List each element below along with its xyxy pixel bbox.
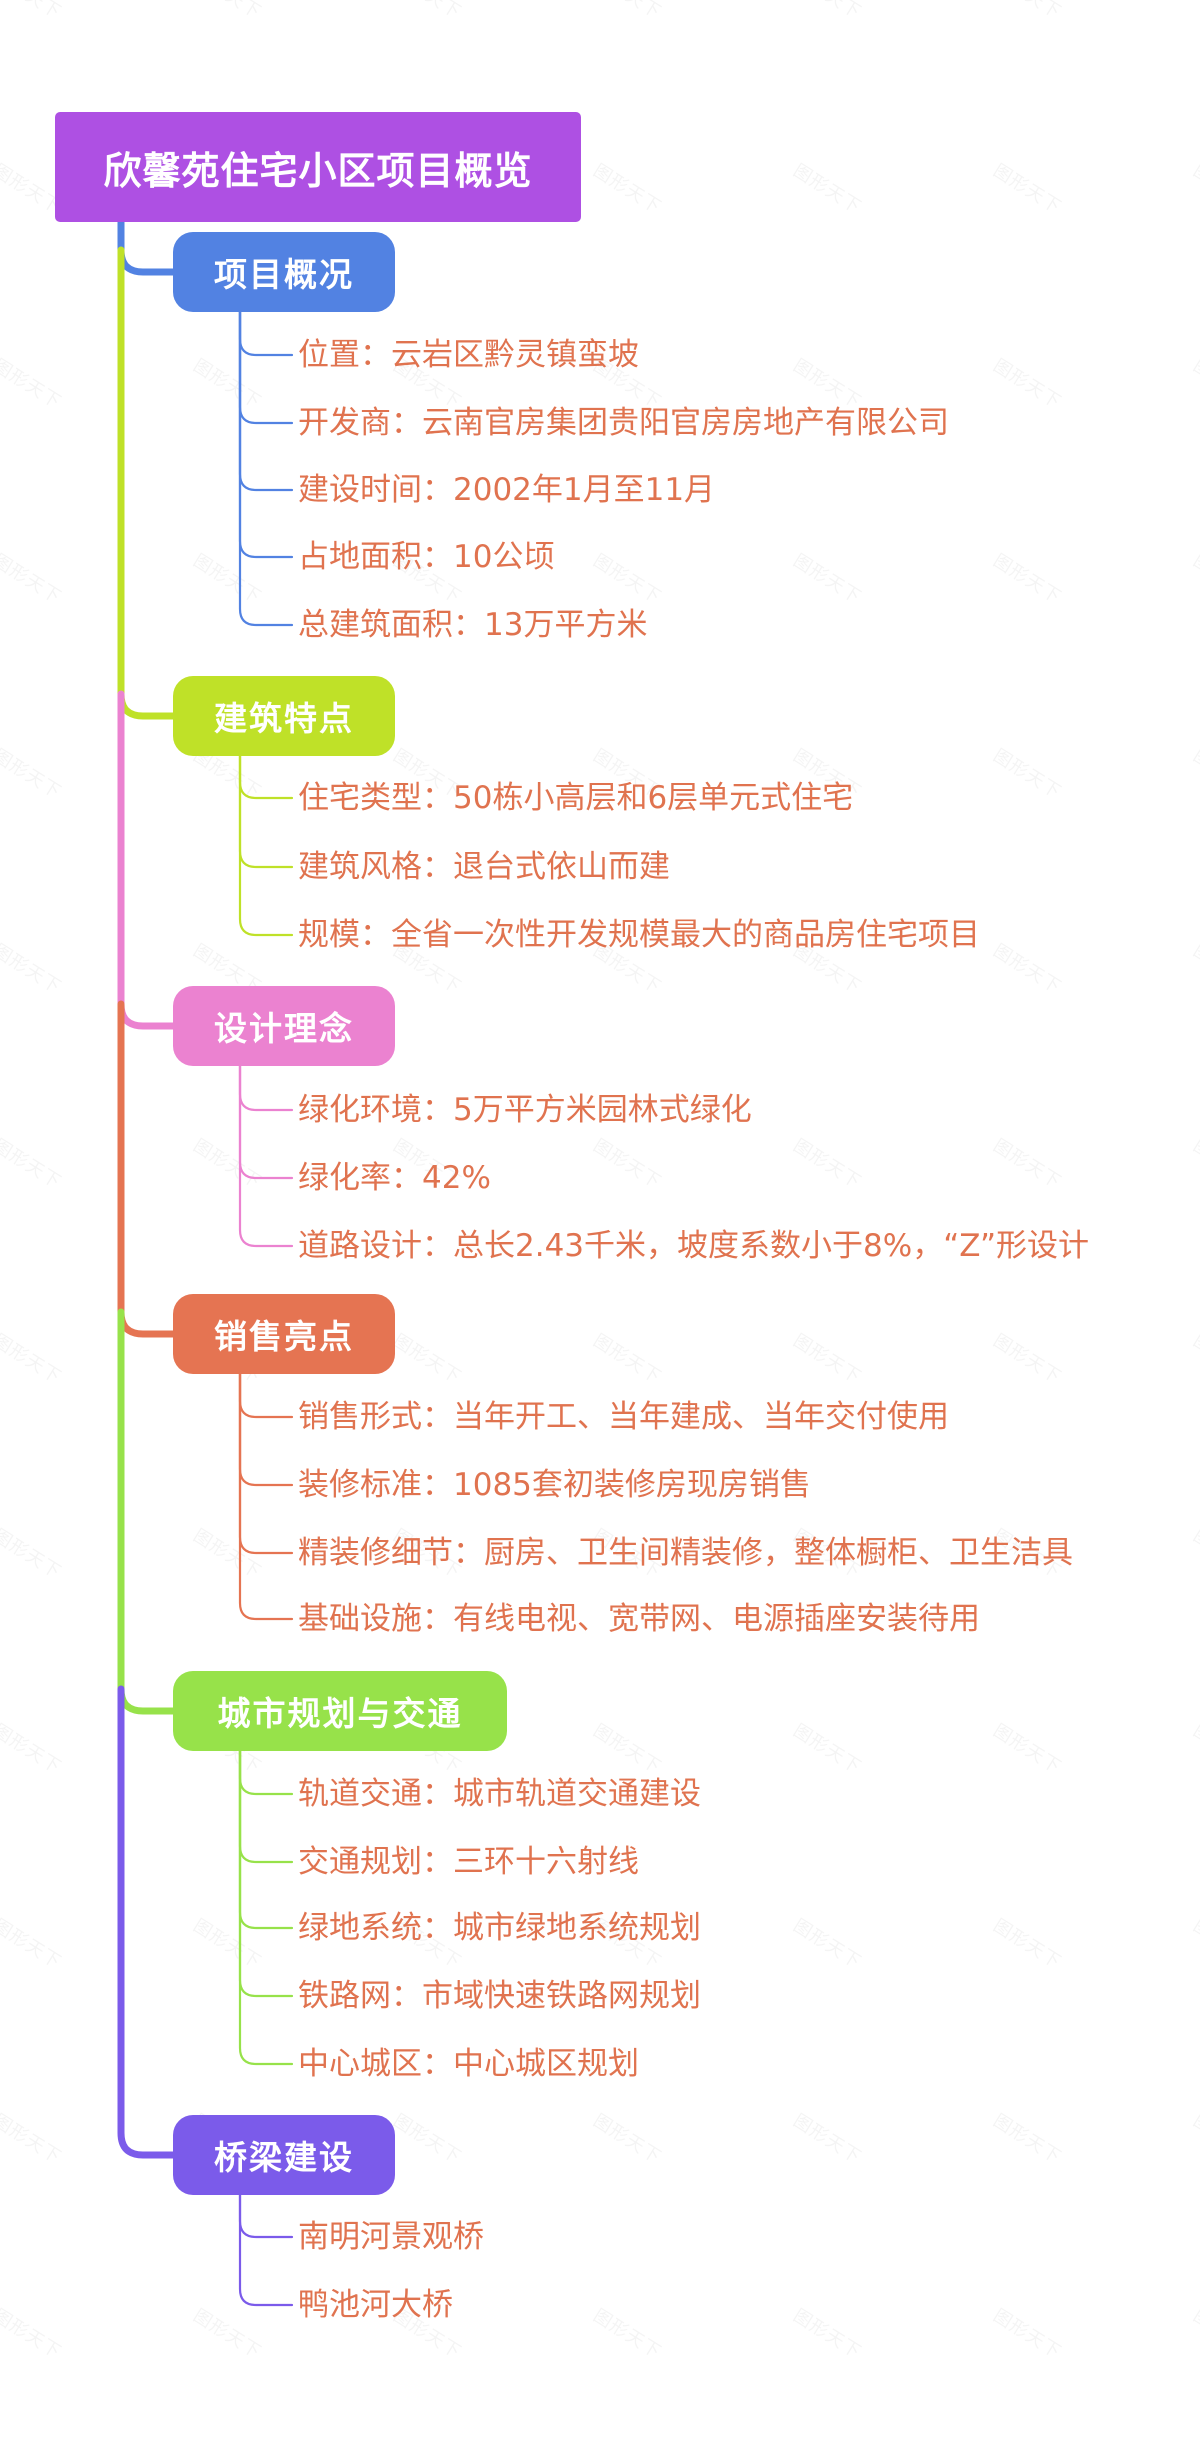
leaf-topic-road-design[interactable]: 道路设计：总长2.43千米，坡度系数小于8%，“Z”形设计 xyxy=(298,1228,1090,1264)
leaf-topic-central-urban-area[interactable]: 中心城区：中心城区规划 xyxy=(298,2046,639,2082)
leaf-topic-location[interactable]: 位置：云岩区黔灵镇蛮坡 xyxy=(298,337,639,373)
leaf-topic-decoration-standard[interactable]: 装修标准：1085套初装修房现房销售 xyxy=(298,1467,811,1503)
leaf-topic-nanming-river-bridge[interactable]: 南明河景观桥 xyxy=(298,2219,484,2255)
branch-topic-architecture[interactable]: 建筑特点 xyxy=(173,676,395,756)
root-topic[interactable]: 欣馨苑住宅小区项目概览 xyxy=(55,112,581,222)
branch-topic-label: 设计理念 xyxy=(214,1009,354,1048)
branch-topic-label: 建筑特点 xyxy=(214,699,354,738)
leaf-topic-infrastructure[interactable]: 基础设施：有线电视、宽带网、电源插座安装待用 xyxy=(298,1601,980,1637)
branch-topic-design-concept[interactable]: 设计理念 xyxy=(173,986,395,1066)
branch-topic-label: 城市规划与交通 xyxy=(217,1694,463,1733)
leaf-topic-yachi-river-bridge[interactable]: 鸭池河大桥 xyxy=(298,2287,453,2323)
branch-topic-label: 项目概况 xyxy=(214,255,354,294)
leaf-topic-sales-form[interactable]: 销售形式：当年开工、当年建成、当年交付使用 xyxy=(298,1399,949,1435)
leaf-topic-greening-environment[interactable]: 绿化环境：5万平方米园林式绿化 xyxy=(298,1092,752,1128)
leaf-topic-fine-decoration-details[interactable]: 精装修细节：厨房、卫生间精装修，整体橱柜、卫生洁具 xyxy=(298,1535,1073,1571)
branch-topic-bridge-construction[interactable]: 桥梁建设 xyxy=(173,2115,395,2195)
leaf-topic-housing-type[interactable]: 住宅类型：50栋小高层和6层单元式住宅 xyxy=(298,780,854,816)
branch-topic-label: 销售亮点 xyxy=(214,1317,354,1356)
leaf-topic-architectural-style[interactable]: 建筑风格：退台式依山而建 xyxy=(298,849,670,885)
root-topic-label: 欣馨苑住宅小区项目概览 xyxy=(103,148,533,193)
leaf-topic-developer[interactable]: 开发商：云南官房集团贵阳官房房地产有限公司 xyxy=(298,405,949,441)
leaf-topic-green-space-system[interactable]: 绿地系统：城市绿地系统规划 xyxy=(298,1910,701,1946)
leaf-topic-construction-time[interactable]: 建设时间：2002年1月至11月 xyxy=(298,472,716,508)
leaf-topic-greening-rate[interactable]: 绿化率：42% xyxy=(298,1160,491,1196)
branch-topic-label: 桥梁建设 xyxy=(214,2138,354,2177)
leaf-topic-rail-transit[interactable]: 轨道交通：城市轨道交通建设 xyxy=(298,1776,701,1812)
leaf-topic-railway-network[interactable]: 铁路网：市域快速铁路网规划 xyxy=(298,1978,701,2014)
branch-topic-project-overview[interactable]: 项目概况 xyxy=(173,232,395,312)
leaf-topic-traffic-planning[interactable]: 交通规划：三环十六射线 xyxy=(298,1844,639,1880)
leaf-topic-floor-area[interactable]: 总建筑面积：13万平方米 xyxy=(298,607,648,643)
branch-topic-sales-highlights[interactable]: 销售亮点 xyxy=(173,1294,395,1374)
leaf-topic-scale[interactable]: 规模：全省一次性开发规模最大的商品房住宅项目 xyxy=(298,917,980,953)
branch-topic-urban-planning-transport[interactable]: 城市规划与交通 xyxy=(173,1671,507,1751)
leaf-topic-land-area[interactable]: 占地面积：10公顷 xyxy=(298,539,555,575)
